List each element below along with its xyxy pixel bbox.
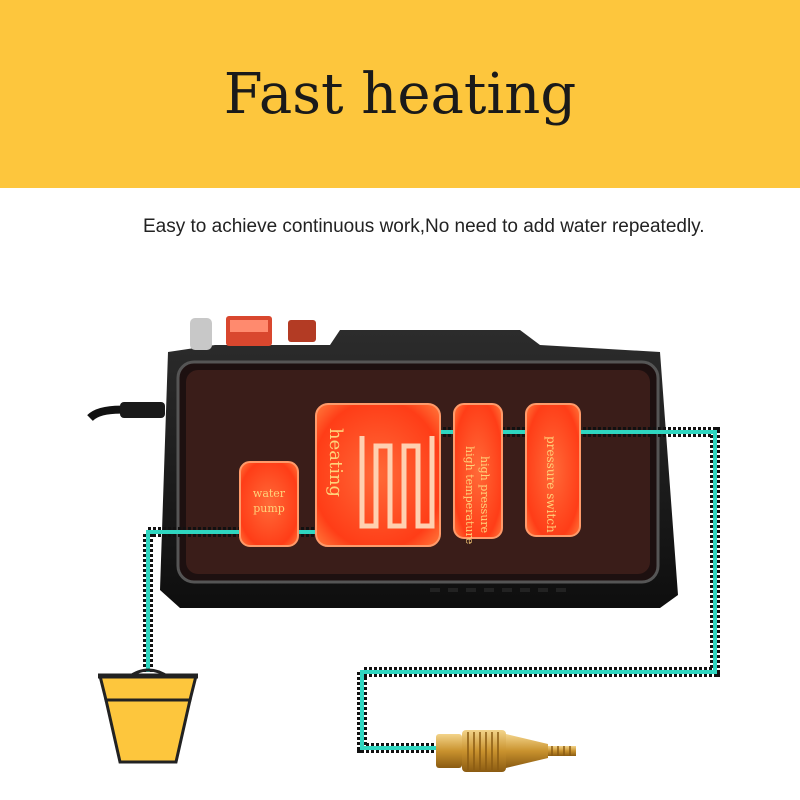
heating-label: heating: [325, 428, 346, 497]
power-cord-icon: [87, 402, 165, 422]
page-title: Fast heating: [223, 62, 577, 127]
heating-module: heating: [315, 403, 441, 547]
high-pressure-label: high pressure: [478, 456, 491, 533]
heating-coil-icon: [359, 436, 435, 529]
water-pump-label-1: water: [253, 487, 286, 500]
pressure-switch-module: pressure switch: [525, 403, 581, 537]
nozzle-icon: [436, 730, 576, 772]
pressure-switch-label: pressure switch: [544, 436, 558, 533]
bucket-icon: [98, 668, 198, 764]
header-banner: [0, 0, 800, 188]
high-temperature-label: high temperature: [463, 446, 476, 544]
page-description: Easy to achieve continuous work,No need …: [143, 216, 705, 237]
water-pump-label-2: pump: [253, 502, 285, 515]
high-pressure-module: high pressure high temperature: [453, 403, 503, 544]
knob-icon: [190, 318, 212, 350]
water-pump-module: water pump: [239, 461, 299, 547]
water-pipe: [143, 427, 720, 753]
